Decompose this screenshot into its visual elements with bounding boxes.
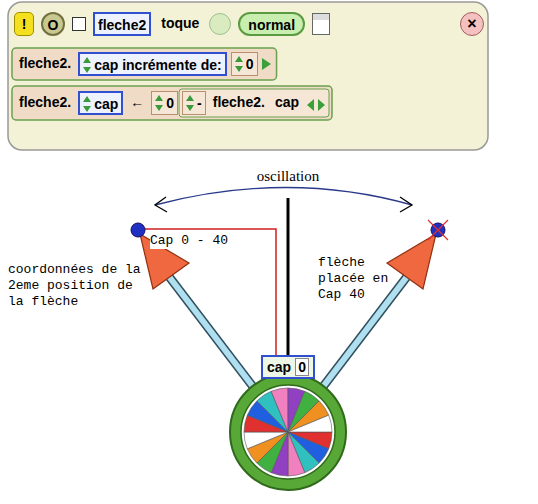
motion-label: oscillation bbox=[228, 168, 348, 184]
number-tile: 0 bbox=[151, 91, 178, 115]
up-down-arrows bbox=[185, 94, 195, 112]
object-tile: fleche2. bbox=[16, 91, 74, 115]
row-tile bbox=[12, 48, 277, 80]
script-panel bbox=[8, 2, 488, 150]
arrow-glyph bbox=[307, 99, 325, 111]
up-down-arrows bbox=[154, 94, 164, 112]
oscillation-arc bbox=[155, 188, 412, 206]
arrow-glyph bbox=[83, 96, 91, 112]
arrow-glyph bbox=[155, 95, 163, 111]
status-button: normal bbox=[238, 12, 305, 36]
wheel-slice bbox=[271, 388, 288, 432]
up-down-arrows bbox=[234, 55, 244, 73]
tile-text: cap bbox=[275, 94, 299, 110]
left-right-arrows bbox=[306, 97, 326, 109]
checkbox bbox=[72, 17, 86, 31]
sub-tile bbox=[179, 89, 329, 117]
arrow-glyph bbox=[235, 56, 243, 72]
arrow-glyph bbox=[186, 95, 194, 111]
up-down-arrows bbox=[82, 95, 92, 113]
operator-tile: - bbox=[182, 91, 206, 115]
watcher-box: cap0 bbox=[261, 355, 315, 379]
arc-arrowhead bbox=[155, 197, 167, 212]
object-tile: fleche2. bbox=[210, 91, 268, 115]
position-dot bbox=[131, 223, 145, 237]
note-label: flèche placée en Cap 40 bbox=[318, 255, 408, 303]
object-tile: fleche2. bbox=[16, 52, 74, 76]
tile-text: 0 bbox=[246, 56, 254, 72]
tile-text: cap incrémente de: bbox=[94, 57, 222, 73]
trigger-label: toque bbox=[158, 12, 202, 36]
tile-text: fleche2. bbox=[213, 94, 265, 110]
wheel-slice bbox=[288, 432, 305, 476]
command-tile: cap incrémente de: bbox=[78, 52, 227, 76]
wheel-inner bbox=[241, 385, 335, 479]
step-button: O bbox=[41, 12, 65, 36]
arrow-glyphs bbox=[306, 99, 326, 111]
tile-text: 0 bbox=[166, 95, 174, 111]
note-label: coordonnées de la 2eme position de la fl… bbox=[8, 262, 144, 310]
row-tile bbox=[12, 86, 332, 120]
tile-text: fleche2. bbox=[19, 55, 71, 71]
tile-text: fleche2 bbox=[98, 17, 146, 33]
assign-arrow: ← bbox=[127, 91, 147, 115]
go-triangle bbox=[262, 58, 271, 70]
angle-note: Cap 0 - 40 bbox=[150, 233, 228, 249]
tile-text: cap bbox=[94, 96, 118, 112]
property-tile: cap bbox=[78, 91, 123, 115]
wheel-ring bbox=[230, 374, 346, 490]
arc-arrowhead bbox=[400, 197, 412, 212]
wheel-slices bbox=[244, 388, 332, 476]
tick-button: ! bbox=[14, 12, 34, 36]
tile-text: fleche2. bbox=[19, 94, 71, 110]
wheel-slice bbox=[288, 415, 332, 432]
tile-text: normal bbox=[248, 17, 295, 33]
property-tile: cap bbox=[272, 91, 302, 115]
position-cross bbox=[428, 220, 448, 240]
number-tile: 0 bbox=[231, 52, 258, 76]
arrow-glyph bbox=[83, 57, 91, 73]
watcher-value: 0 bbox=[295, 358, 309, 376]
watcher-name: cap bbox=[267, 359, 291, 375]
object-name-tile: fleche2 bbox=[93, 12, 151, 36]
wheel-slice bbox=[244, 432, 288, 449]
up-down-arrows bbox=[82, 56, 92, 74]
arrow-head bbox=[387, 234, 436, 289]
close-button: × bbox=[460, 12, 484, 36]
doc-icon bbox=[312, 13, 330, 35]
